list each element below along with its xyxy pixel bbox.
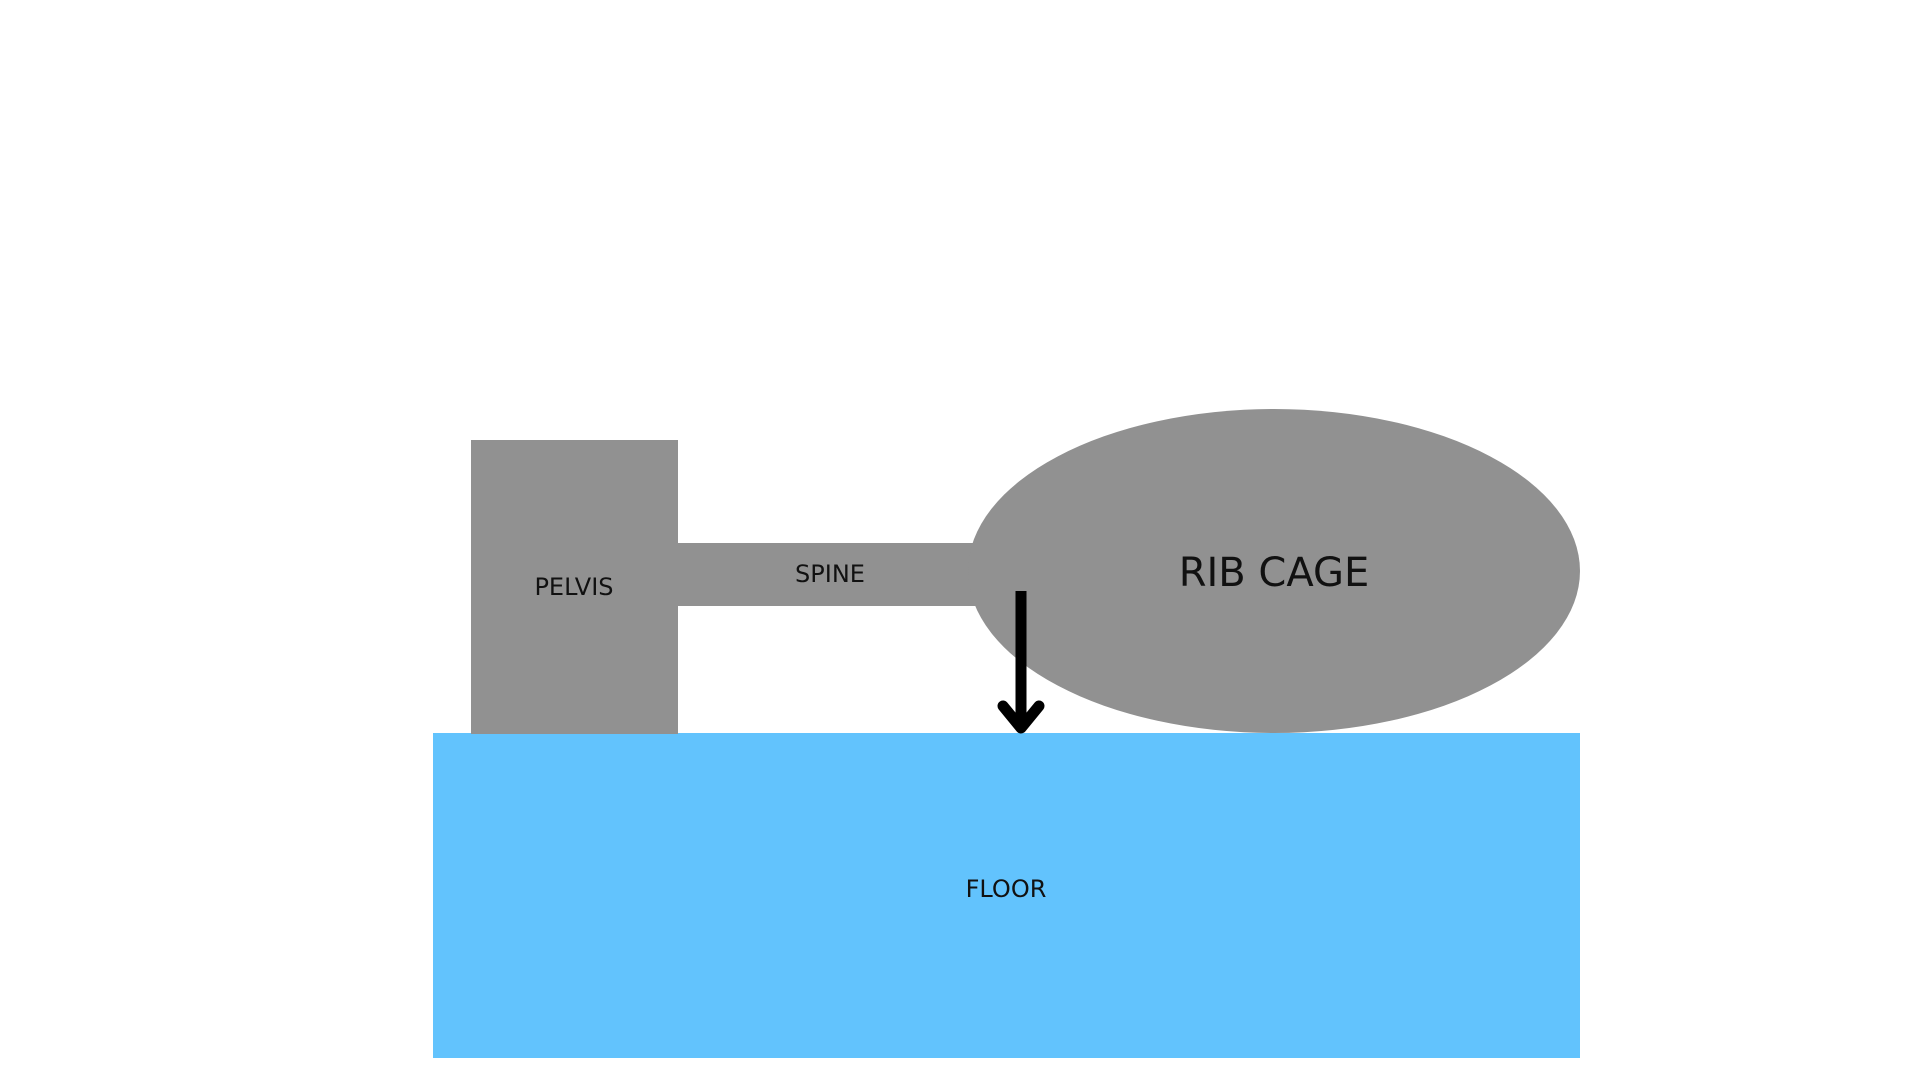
pelvis-block [471, 440, 678, 734]
spine-label: SPINE [795, 560, 865, 588]
spine-bar [676, 543, 996, 606]
rib-cage-ellipse [968, 409, 1580, 733]
rib-cage-label: RIB CAGE [1179, 550, 1370, 596]
floor-block [433, 733, 1580, 1058]
floor-label: FLOOR [966, 875, 1047, 903]
down-arrow-icon [997, 591, 1045, 734]
pelvis-label: PELVIS [534, 573, 613, 601]
